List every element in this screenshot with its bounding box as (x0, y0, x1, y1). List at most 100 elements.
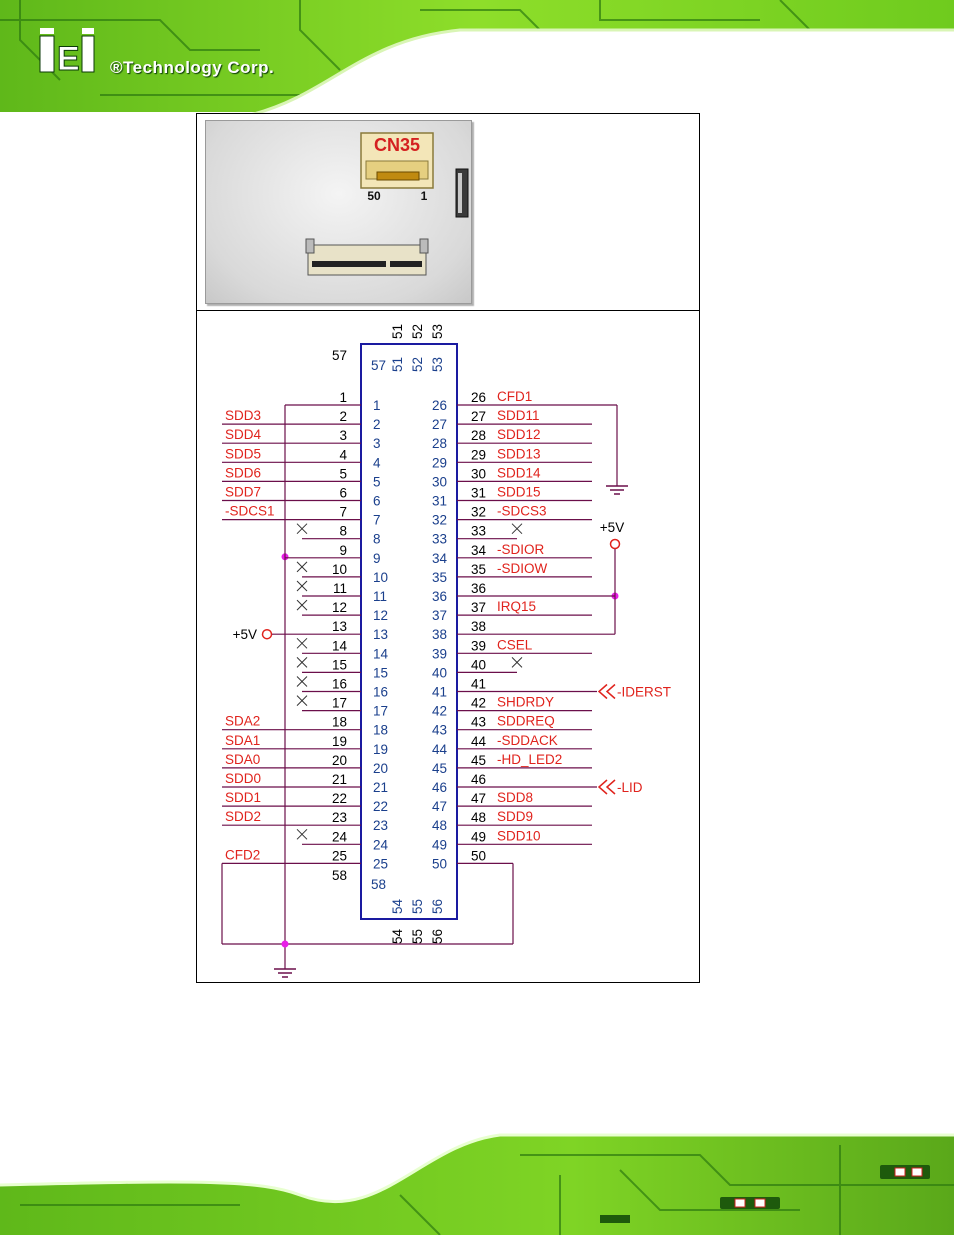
header-banner: E (0, 0, 954, 115)
right-outer-pin-39: 39 (471, 638, 486, 653)
left-outer-pin-19: 19 (332, 734, 347, 749)
left-outer-pin-25: 25 (332, 848, 347, 863)
left-outer-pin-10: 10 (332, 562, 347, 577)
right-signal-26: CFD1 (497, 389, 532, 404)
left-outer-pin-15: 15 (332, 657, 347, 672)
bottom-inner-pin-54: 54 (390, 898, 405, 914)
left-signal-25: CFD2 (225, 847, 260, 862)
left-outer-pin-14: 14 (332, 638, 348, 653)
left-signal-7: -SDCS1 (225, 504, 275, 519)
right-outer-pin-40: 40 (471, 657, 486, 672)
bottom-inner-pin-55: 55 (410, 899, 425, 914)
svg-text:E: E (57, 40, 80, 78)
right-inner-pin-44: 44 (432, 742, 448, 757)
right-inner-pin-49: 49 (432, 837, 447, 852)
right-inner-pin-40: 40 (432, 665, 447, 680)
right-inner-pin-33: 33 (432, 532, 447, 547)
left-signal-4: SDD5 (225, 446, 261, 461)
power-terminal-right (609, 538, 621, 550)
left-signal-20: SDA0 (225, 752, 260, 767)
board-photo-drawing: CN35 50 1 (305, 132, 469, 276)
nc-mark-pin-8-b (296, 523, 308, 535)
left-inner-pin-12: 12 (373, 608, 388, 623)
left-outer-pin-17: 17 (332, 696, 347, 711)
nc-mark-pin-12-b (296, 599, 308, 611)
right-signal-34: -SDIOR (497, 542, 545, 557)
right-outer-pin-50: 50 (471, 848, 486, 863)
right-outer-pin-35: 35 (471, 562, 486, 577)
pinout-schematic: 515152525353575754545555565658581122SDD3… (221, 324, 671, 978)
left-inner-pin-21: 21 (373, 780, 388, 795)
left-inner-pin-19: 19 (373, 742, 388, 757)
right-outer-pin-37: 37 (471, 600, 486, 615)
nc-mark-pin-17-b (296, 695, 308, 706)
left-signal-5: SDD6 (225, 465, 261, 480)
left-outer-pin-1: 1 (339, 390, 347, 405)
nc-mark-pin-15-b (296, 657, 308, 668)
right-signal-32: -SDCS3 (497, 504, 547, 519)
power-label-right: +5V (600, 520, 624, 535)
left-inner-pin-9: 9 (373, 551, 381, 566)
left-signal-22: SDD1 (225, 790, 261, 805)
inner-pin-58: 58 (371, 877, 386, 892)
port-arrow-pin-46 (597, 779, 616, 795)
right-inner-pin-43: 43 (432, 723, 447, 738)
left-outer-pin-5: 5 (339, 466, 347, 481)
right-inner-pin-32: 32 (432, 513, 447, 528)
nc-mark-pin-14-b (296, 637, 308, 649)
right-inner-pin-26: 26 (432, 398, 447, 413)
left-signal-18: SDA2 (225, 714, 260, 729)
left-outer-pin-8: 8 (339, 524, 347, 539)
right-outer-pin-46: 46 (471, 772, 486, 787)
left-signal-23: SDD2 (225, 809, 261, 824)
left-outer-pin-21: 21 (332, 772, 347, 787)
right-inner-pin-46: 46 (432, 780, 447, 795)
right-inner-pin-50: 50 (432, 856, 447, 871)
nc-mark-pin-11-b (296, 580, 308, 592)
photo-row: CN35 50 1 (197, 114, 699, 311)
right-signal-49: SDD10 (497, 828, 541, 843)
left-signal-21: SDD0 (225, 771, 261, 786)
pin-1-label: 1 (421, 189, 428, 203)
junction-bottom-loop (281, 940, 289, 948)
right-outer-pin-27: 27 (471, 409, 486, 424)
left-inner-pin-1: 1 (373, 398, 381, 413)
right-signal-28: SDD12 (497, 427, 541, 442)
right-outer-pin-36: 36 (471, 581, 486, 596)
right-signal-48: SDD9 (497, 809, 533, 824)
left-inner-pin-10: 10 (373, 570, 388, 585)
right-outer-pin-26: 26 (471, 390, 486, 405)
nc-mark-pin-40-b (511, 657, 523, 668)
left-inner-pin-6: 6 (373, 494, 381, 509)
left-signal-2: SDD3 (225, 408, 261, 423)
right-signal-35: -SDIOW (497, 561, 548, 576)
left-inner-pin-15: 15 (373, 665, 388, 680)
right-outer-pin-34: 34 (471, 543, 487, 558)
right-outer-pin-42: 42 (471, 696, 486, 711)
power-label-left: +5V (233, 627, 257, 642)
left-inner-pin-2: 2 (373, 417, 381, 432)
inner-pin-57: 57 (371, 358, 386, 373)
right-outer-pin-49: 49 (471, 829, 486, 844)
right-inner-pin-29: 29 (432, 455, 447, 470)
left-inner-pin-14: 14 (373, 646, 389, 661)
right-outer-pin-48: 48 (471, 810, 486, 825)
left-outer-pin-12: 12 (332, 600, 347, 615)
right-outer-pin-33: 33 (471, 524, 486, 539)
right-outer-pin-30: 30 (471, 466, 486, 481)
left-inner-pin-13: 13 (373, 627, 388, 642)
left-inner-pin-18: 18 (373, 723, 388, 738)
right-inner-pin-36: 36 (432, 589, 447, 604)
right-inner-pin-37: 37 (432, 608, 447, 623)
top-outer-pin-52: 52 (410, 324, 425, 339)
left-outer-pin-13: 13 (332, 619, 347, 634)
bottom-inner-pin-56: 56 (430, 899, 445, 914)
top-inner-pin-53: 53 (430, 357, 445, 372)
left-outer-pin-16: 16 (332, 677, 347, 692)
right-signal-42: SHDRDY (497, 695, 554, 710)
right-inner-pin-39: 39 (432, 646, 447, 661)
right-outer-pin-38: 38 (471, 619, 486, 634)
left-inner-pin-7: 7 (373, 513, 381, 528)
top-inner-pin-52: 52 (410, 357, 425, 372)
left-inner-pin-16: 16 (373, 685, 388, 700)
